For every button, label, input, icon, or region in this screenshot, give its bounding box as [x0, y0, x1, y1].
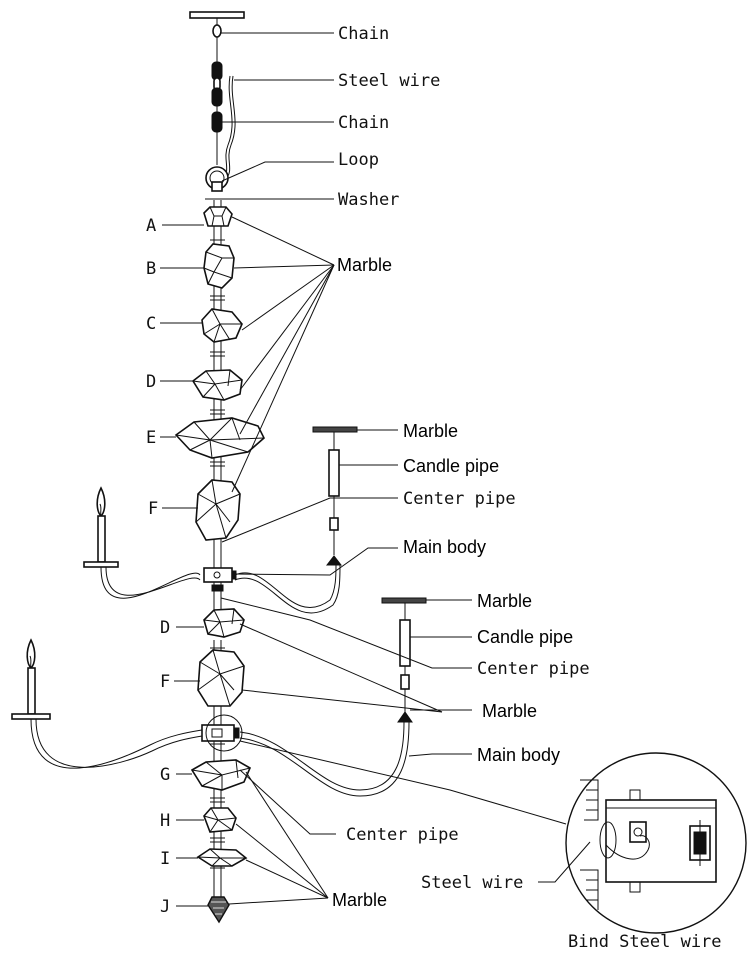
marble-D-lower [203, 608, 245, 638]
main-body-upper [203, 567, 237, 612]
candle-left-upper [83, 486, 119, 568]
letter-D-lower: D [160, 618, 170, 638]
label-marble-5: Marble [332, 890, 387, 910]
marble-B [203, 243, 235, 289]
chain-lower [211, 106, 223, 165]
label-loop: Loop [338, 150, 379, 170]
letter-A: A [146, 216, 156, 236]
marble-A [203, 206, 233, 227]
steel-wire-upper [221, 75, 236, 181]
marble-G [190, 759, 252, 791]
label-center-pipe-3: Center pipe [346, 825, 459, 845]
label-chain-mid: Chain [338, 113, 389, 133]
arm-lower [30, 718, 410, 797]
marble-F-upper [195, 479, 241, 541]
letter-H: H [160, 811, 170, 831]
letter-J: J [160, 897, 170, 917]
marble-E [174, 417, 265, 459]
label-marble-1: Marble [337, 255, 392, 275]
label-chain-top: Chain [338, 24, 389, 44]
letter-I: I [160, 849, 170, 869]
label-steel-wire: Steel wire [338, 71, 440, 91]
letter-G: G [160, 765, 170, 785]
letter-C: C [146, 314, 156, 334]
marble-I [196, 848, 248, 867]
label-marble-3: Marble [477, 591, 532, 611]
marble-J [207, 896, 230, 924]
label-center-pipe-2: Center pipe [477, 659, 590, 679]
loop [205, 166, 229, 192]
label-bind-steel-wire: Bind Steel wire [568, 932, 722, 952]
marble-D-upper [191, 369, 243, 401]
bind-steel-wire-detail [565, 752, 747, 934]
label-marble-4: Marble [482, 701, 537, 721]
letter-F-upper: F [148, 499, 158, 519]
letter-B: B [146, 259, 156, 279]
candle-left-lower [11, 638, 51, 720]
label-candle-pipe-1: Candle pipe [403, 456, 499, 476]
label-steel-wire-detail: Steel wire [421, 873, 523, 893]
label-main-body-2: Main body [477, 745, 560, 765]
leader-lines [160, 32, 591, 907]
letter-E: E [146, 428, 156, 448]
chain-upper [211, 37, 223, 107]
marble-H [203, 807, 237, 833]
marble-F-lower [197, 649, 245, 707]
letter-D-upper: D [146, 372, 156, 392]
candle-right-lower [381, 597, 427, 723]
label-washer: Washer [338, 190, 399, 210]
candle-right-upper [312, 426, 358, 566]
label-main-body-1: Main body [403, 537, 486, 557]
marble-C [201, 308, 243, 343]
label-marble-2: Marble [403, 421, 458, 441]
main-body-lower [201, 714, 243, 752]
arm-upper [100, 564, 341, 614]
label-candle-pipe-2: Candle pipe [477, 627, 573, 647]
letter-F-lower: F [160, 672, 170, 692]
label-center-pipe-1: Center pipe [403, 489, 516, 509]
